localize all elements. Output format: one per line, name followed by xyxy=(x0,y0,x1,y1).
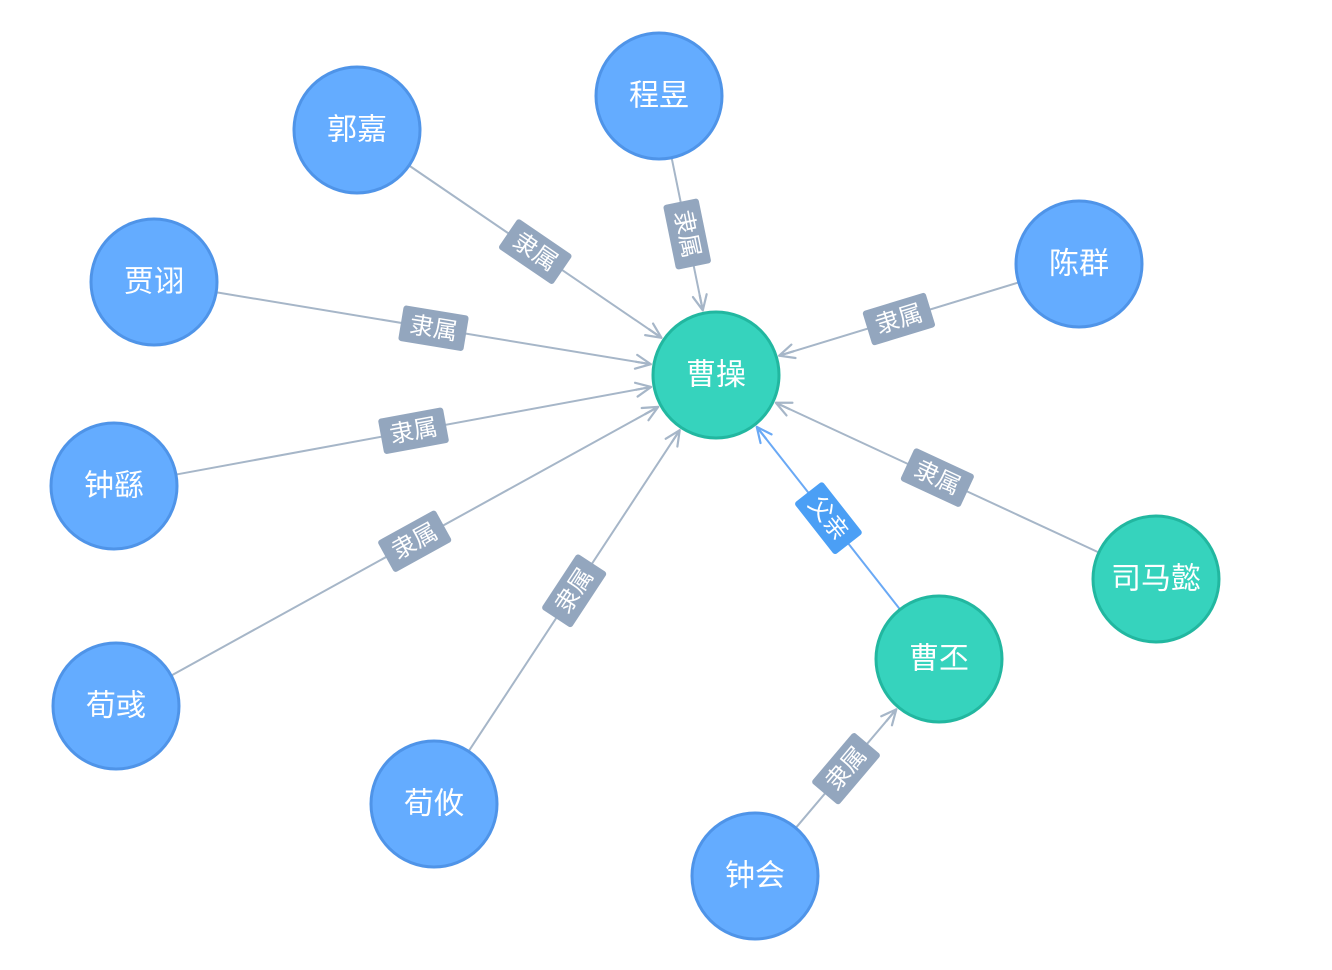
node-zhongyao[interactable]: 钟繇 xyxy=(49,421,179,551)
edge-label-badge xyxy=(900,448,974,507)
node-caopi[interactable]: 曹丕 xyxy=(874,594,1004,724)
node-circle xyxy=(89,217,219,347)
node-caocao[interactable]: 曹操 xyxy=(651,310,781,440)
node-circle xyxy=(594,31,724,161)
edge-label[interactable]: 隶属 xyxy=(811,732,881,806)
edge-label[interactable]: 隶属 xyxy=(862,292,936,346)
node-circle xyxy=(1014,199,1144,329)
edge-chengyu-caocao[interactable]: 隶属 xyxy=(663,157,711,312)
node-xunyu[interactable]: 荀彧 xyxy=(51,641,181,771)
edge-label[interactable]: 隶属 xyxy=(663,198,711,270)
edge-label[interactable]: 隶属 xyxy=(541,553,607,628)
node-label: 曹操 xyxy=(686,358,746,393)
node-label: 贾诩 xyxy=(124,265,184,300)
edge-label-badge xyxy=(862,292,936,346)
edge-label-badge xyxy=(663,198,711,270)
edge-caopi-caocao[interactable]: 父亲 xyxy=(755,425,901,611)
node-label: 钟会 xyxy=(725,859,785,894)
edge-label[interactable]: 隶属 xyxy=(900,447,975,507)
edge-zhongyao-caocao[interactable]: 隶属 xyxy=(175,381,653,476)
node-simayi[interactable]: 司马懿 xyxy=(1091,514,1221,644)
node-label: 司马懿 xyxy=(1111,562,1201,597)
edge-zhonghui-caopi[interactable]: 隶属 xyxy=(794,708,898,829)
edge-label-badge xyxy=(812,733,880,805)
node-circle xyxy=(292,65,422,195)
node-xunyou[interactable]: 荀攸 xyxy=(369,739,499,869)
edge-chenqun-caocao[interactable]: 隶属 xyxy=(778,281,1020,360)
node-circle xyxy=(49,421,179,551)
edge-label-text: 隶属 xyxy=(872,299,926,340)
edge-guojia-caocao[interactable]: 隶属 xyxy=(408,164,663,339)
node-label: 钟繇 xyxy=(84,469,144,504)
edge-label[interactable]: 隶属 xyxy=(398,305,469,351)
edge-xunyou-caocao[interactable]: 隶属 xyxy=(467,429,681,752)
node-zhonghui[interactable]: 钟会 xyxy=(690,811,820,941)
edge-label-badge xyxy=(795,482,862,555)
edge-label[interactable]: 隶属 xyxy=(378,407,449,454)
edge-label[interactable]: 隶属 xyxy=(498,218,573,285)
edge-label-badge xyxy=(378,510,452,572)
edges-layer: 隶属隶属隶属隶属隶属隶属隶属隶属父亲隶属 xyxy=(170,157,1100,829)
node-label: 陈群 xyxy=(1049,247,1109,282)
edge-label-badge xyxy=(398,305,469,351)
edge-label-badge xyxy=(542,554,607,628)
node-circle xyxy=(369,739,499,869)
node-label: 曹丕 xyxy=(909,642,969,677)
node-label: 荀攸 xyxy=(404,787,464,822)
node-chengyu[interactable]: 程昱 xyxy=(594,31,724,161)
node-chenqun[interactable]: 陈群 xyxy=(1014,199,1144,329)
edge-jiaxu-caocao[interactable]: 隶属 xyxy=(215,291,652,370)
node-circle xyxy=(1091,514,1221,644)
edge-label[interactable]: 隶属 xyxy=(377,510,452,573)
edge-label-badge xyxy=(378,407,449,454)
node-circle xyxy=(51,641,181,771)
node-jiaxu[interactable]: 贾诩 xyxy=(89,217,219,347)
edge-label[interactable]: 父亲 xyxy=(794,481,863,555)
node-guojia[interactable]: 郭嘉 xyxy=(292,65,422,195)
node-circle xyxy=(651,310,781,440)
node-circle xyxy=(690,811,820,941)
edge-label-badge xyxy=(499,219,572,284)
node-circle xyxy=(874,594,1004,724)
node-label: 荀彧 xyxy=(86,689,146,724)
node-label: 郭嘉 xyxy=(327,113,387,148)
node-label: 程昱 xyxy=(629,79,689,114)
